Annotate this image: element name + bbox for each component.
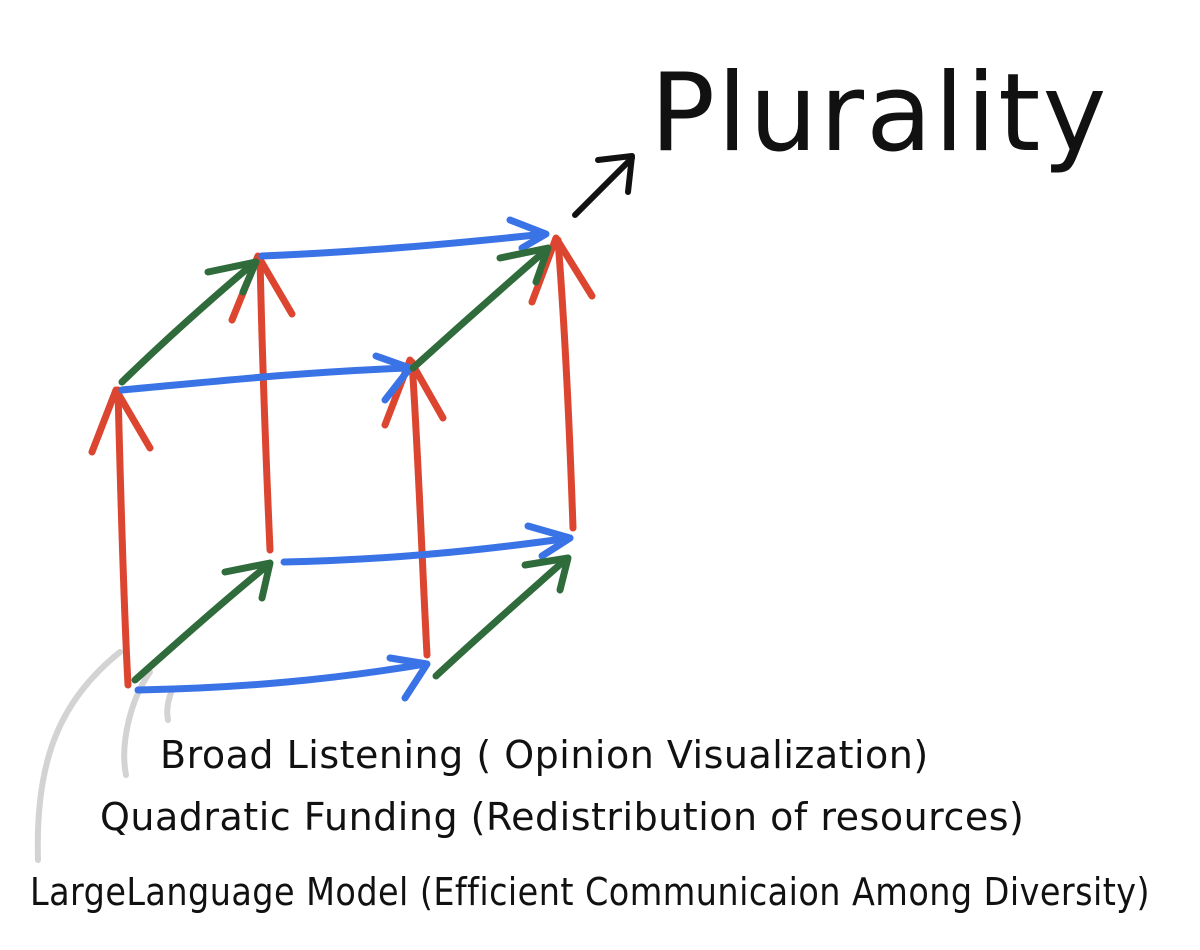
horizontal-arrow	[280, 522, 574, 566]
depth-arrow	[409, 244, 552, 372]
llm-label: LargeLanguage Model (Efficient Communica…	[30, 870, 1150, 914]
depth-arrows	[118, 244, 572, 684]
vertical-arrow	[381, 356, 447, 659]
vertical-arrow	[228, 252, 296, 554]
quadratic-funding-label: Quadratic Funding (Redistribution of res…	[100, 795, 1024, 839]
vertical-arrow	[528, 234, 596, 532]
depth-arrow	[131, 559, 274, 684]
horizontal-arrows	[118, 216, 574, 702]
depth-arrow	[118, 258, 260, 386]
depth-arrow	[432, 554, 572, 680]
broad-listening-label: Broad Listening ( Opinion Visualization)	[160, 733, 929, 777]
vertical-arrow	[88, 386, 154, 689]
plurality-arrow	[572, 153, 635, 218]
horizontal-arrow	[134, 654, 431, 702]
diagram-title: Plurality	[650, 51, 1108, 176]
horizontal-arrow	[258, 216, 550, 260]
vertical-arrows	[88, 234, 596, 689]
